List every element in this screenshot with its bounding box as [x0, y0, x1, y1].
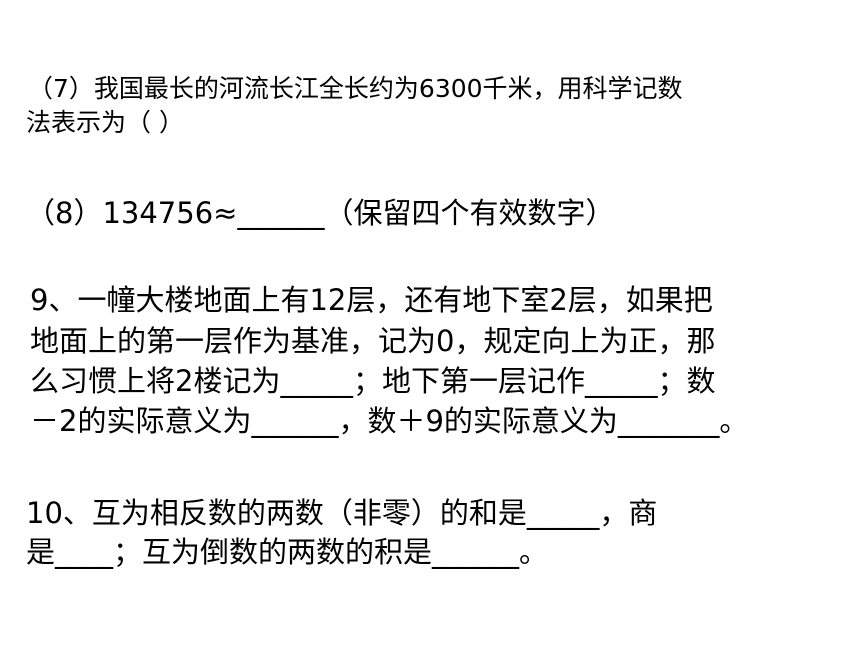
question-9-line-2: 地面上的第一层作为基准，记为0，规定向上为正，那 — [30, 324, 716, 358]
question-10-line-1: 10、互为相反数的两数（非零）的和是_____，商 — [26, 496, 658, 530]
question-9-line-4: －2的实际意义为______，数＋9的实际意义为_______。 — [30, 404, 749, 438]
question-8-line-1: （8）134756≈______（保留四个有效数字） — [26, 196, 615, 230]
question-7-line-1: （7）我国最长的河流长江全长约为6300千米，用科学记数 — [28, 74, 683, 103]
question-7-line-2: 法表示为（ ） — [26, 108, 184, 137]
question-9-line-3: 么习惯上将2楼记为_____；地下第一层记作_____；数 — [30, 364, 716, 398]
question-9-line-1: 9、一幢大楼地面上有12层，还有地下室2层，如果把 — [30, 283, 713, 317]
question-10-line-2: 是____；互为倒数的两数的积是______。 — [26, 535, 549, 569]
